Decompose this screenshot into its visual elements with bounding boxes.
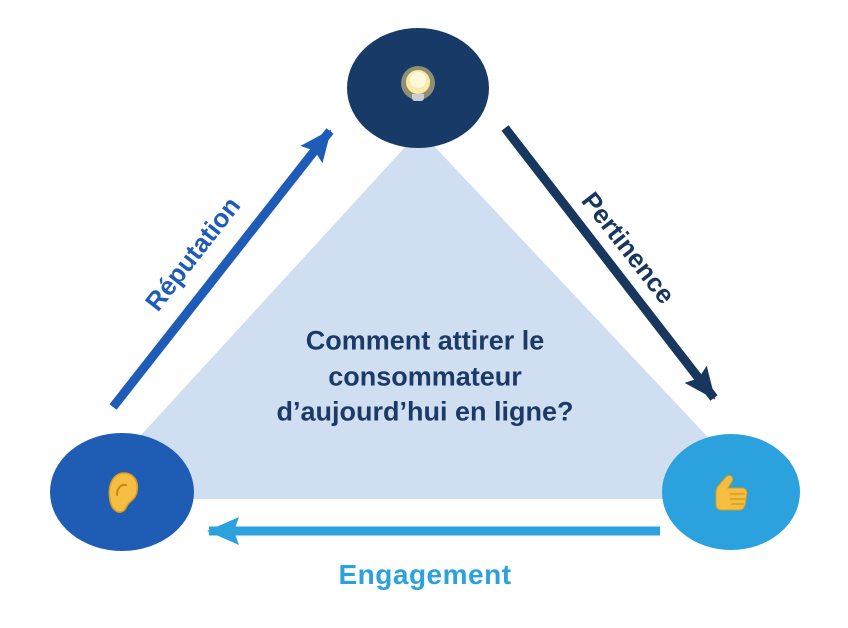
triangle-background <box>99 137 749 499</box>
thumbs-up-icon <box>715 475 748 511</box>
engagement-label: Engagement <box>338 559 512 590</box>
reputation-arrow <box>109 128 334 410</box>
center-question: Comment attirer le consommateur d’aujour… <box>276 325 574 427</box>
pertinence-arrow <box>501 125 718 401</box>
light-bulb-icon <box>401 66 435 101</box>
ear-icon <box>108 472 139 513</box>
